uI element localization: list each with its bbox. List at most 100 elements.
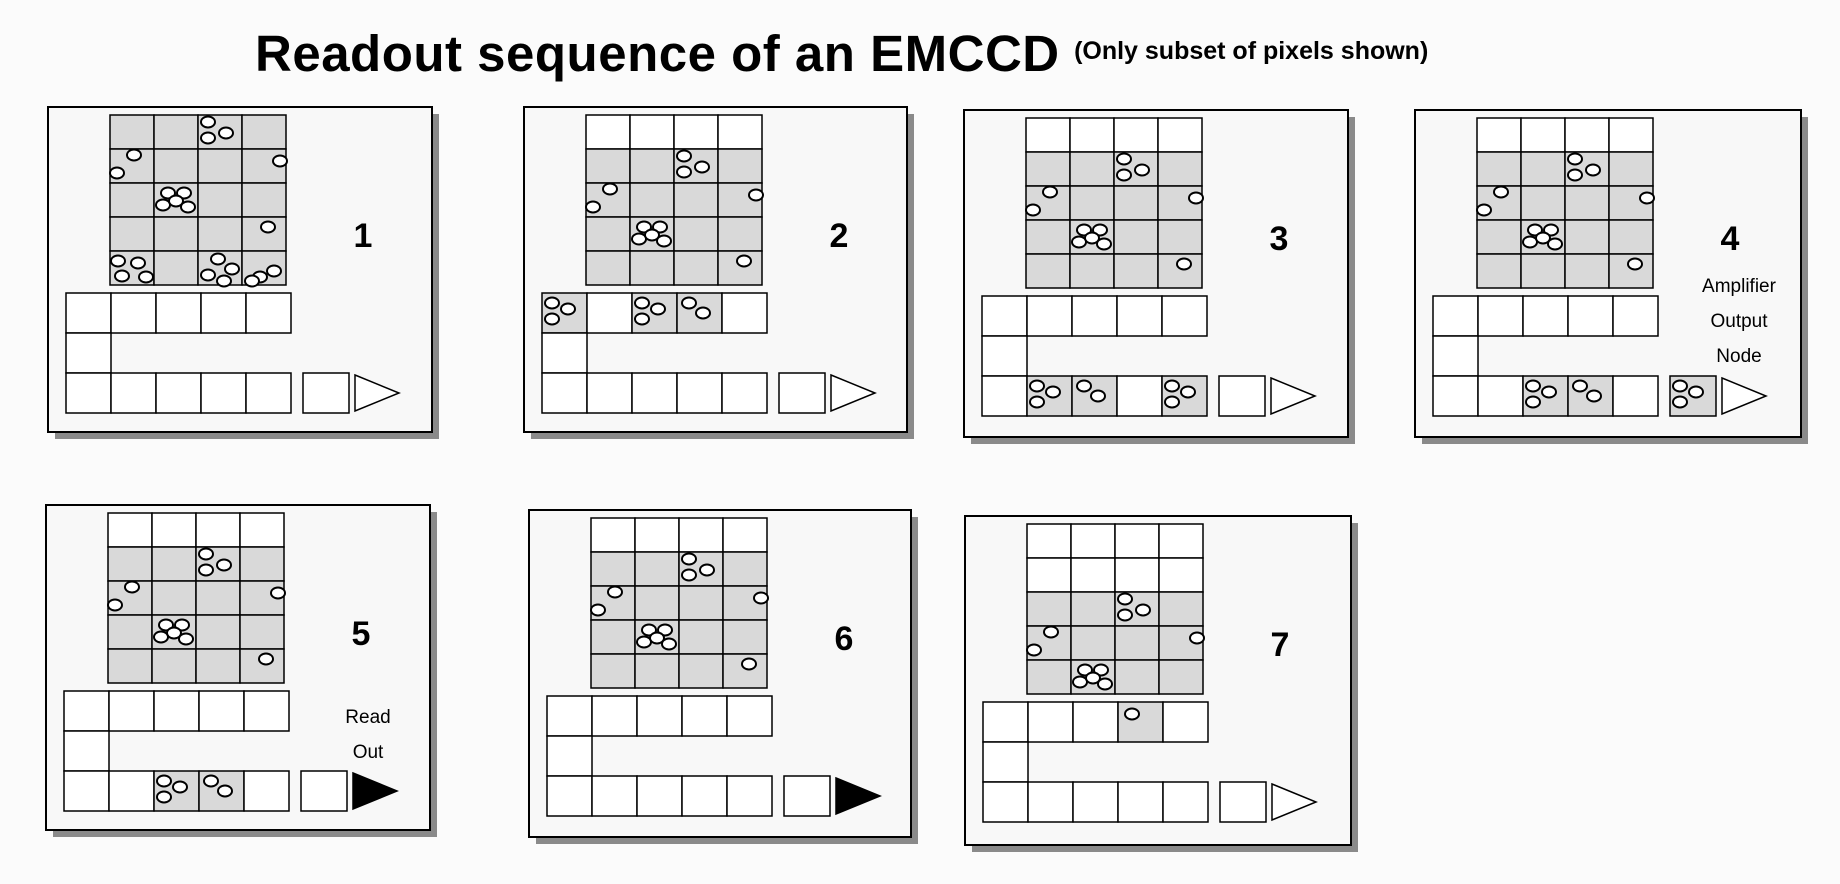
charge-electron: [107, 598, 123, 612]
charge-electron: [1525, 379, 1541, 393]
image-pixel: [1025, 219, 1071, 255]
image-pixel: [197, 182, 243, 218]
charge-electron: [1096, 237, 1112, 251]
amplifier-cell: [1218, 375, 1266, 417]
charge-electron: [656, 234, 672, 248]
amplifier-cell: [778, 372, 826, 414]
charge-electron: [1672, 395, 1688, 409]
image-pixel: [239, 512, 285, 548]
charge-electron: [607, 585, 623, 599]
charge-electron: [753, 591, 769, 605]
charge-electron: [1076, 379, 1092, 393]
image-pixel: [151, 546, 197, 582]
charge-electron: [631, 232, 647, 246]
charge-electron: [1134, 163, 1150, 177]
amplifier-triangle-icon: [354, 373, 401, 413]
charge-electron: [1084, 231, 1100, 245]
em-register-pixel: [110, 372, 157, 414]
charge-electron: [1116, 168, 1132, 182]
image-pixel: [722, 551, 768, 587]
panel-3: 3: [963, 109, 1355, 444]
charge-electron: [634, 312, 650, 326]
serial-register-pixel: [110, 292, 157, 334]
corner-pixel: [541, 332, 588, 374]
charge-electron: [258, 652, 274, 666]
charge-electron: [266, 264, 282, 278]
charge-electron: [634, 296, 650, 310]
em-register-pixel: [155, 372, 202, 414]
em-register-pixel: [1116, 375, 1163, 417]
charge-electron: [1189, 631, 1205, 645]
em-register-pixel: [726, 775, 773, 817]
amplifier-cell: [1219, 781, 1267, 823]
readout-triangle-icon: [835, 776, 882, 816]
image-pixel: [629, 182, 675, 218]
charge-electron: [602, 182, 618, 196]
charge-electron: [166, 626, 182, 640]
image-pixel: [241, 114, 287, 150]
charge-electron: [1567, 152, 1583, 166]
charge-electron: [272, 154, 288, 168]
panel-number: 3: [1270, 220, 1289, 258]
image-pixel: [1157, 151, 1203, 187]
serial-register-pixel: [546, 695, 593, 737]
image-pixel: [195, 648, 241, 684]
charge-electron: [1026, 643, 1042, 657]
charge-electron: [1029, 379, 1045, 393]
charge-electron: [172, 780, 188, 794]
serial-register-pixel: [586, 292, 633, 334]
image-pixel: [585, 148, 631, 184]
image-pixel: [722, 619, 768, 655]
charge-electron: [1627, 257, 1643, 271]
image-pixel: [1608, 151, 1654, 187]
amplifier-triangle-icon: [1271, 782, 1318, 822]
image-pixel: [1070, 591, 1116, 627]
em-register-pixel: [982, 781, 1029, 823]
serial-register-pixel: [153, 690, 200, 732]
image-pixel: [673, 216, 719, 252]
amplifier-cell: [783, 775, 831, 817]
image-pixel: [1608, 117, 1654, 153]
panel-label: Node: [1716, 346, 1761, 367]
image-pixel: [1608, 219, 1654, 255]
image-pixel: [1069, 151, 1115, 187]
panel-7: 7: [964, 515, 1358, 852]
charge-electron: [681, 568, 697, 582]
serial-register-pixel: [1026, 295, 1073, 337]
image-pixel: [1476, 151, 1522, 187]
em-register-pixel: [108, 770, 155, 812]
panel-label: Output: [1710, 311, 1768, 332]
charge-electron: [681, 552, 697, 566]
em-register-pixel: [981, 375, 1028, 417]
corner-pixel: [546, 735, 593, 777]
panel-number: 4: [1721, 220, 1740, 258]
image-pixel: [1069, 185, 1115, 221]
charge-electron: [156, 774, 172, 788]
charge-electron: [748, 188, 764, 202]
serial-register-pixel: [245, 292, 292, 334]
em-register-pixel: [1477, 375, 1524, 417]
image-pixel: [590, 517, 636, 553]
serial-register-pixel: [981, 295, 1028, 337]
image-pixel: [153, 250, 199, 286]
amplifier-cell: [302, 372, 350, 414]
serial-register-pixel: [721, 292, 768, 334]
charge-electron: [217, 784, 233, 798]
charge-electron: [1097, 677, 1113, 691]
image-pixel: [590, 653, 636, 689]
charge-electron: [676, 165, 692, 179]
image-pixel: [107, 512, 153, 548]
charge-electron: [1117, 592, 1133, 606]
charge-electron: [224, 262, 240, 276]
readout-triangle-icon: [352, 771, 399, 811]
serial-register-pixel: [1477, 295, 1524, 337]
image-pixel: [1564, 117, 1610, 153]
serial-register-pixel: [155, 292, 202, 334]
serial-register-pixel: [681, 695, 728, 737]
charge-electron: [1586, 389, 1602, 403]
image-pixel: [1025, 117, 1071, 153]
em-register-pixel: [1612, 375, 1659, 417]
image-pixel: [153, 114, 199, 150]
image-pixel: [1564, 185, 1610, 221]
charge-electron: [636, 635, 652, 649]
